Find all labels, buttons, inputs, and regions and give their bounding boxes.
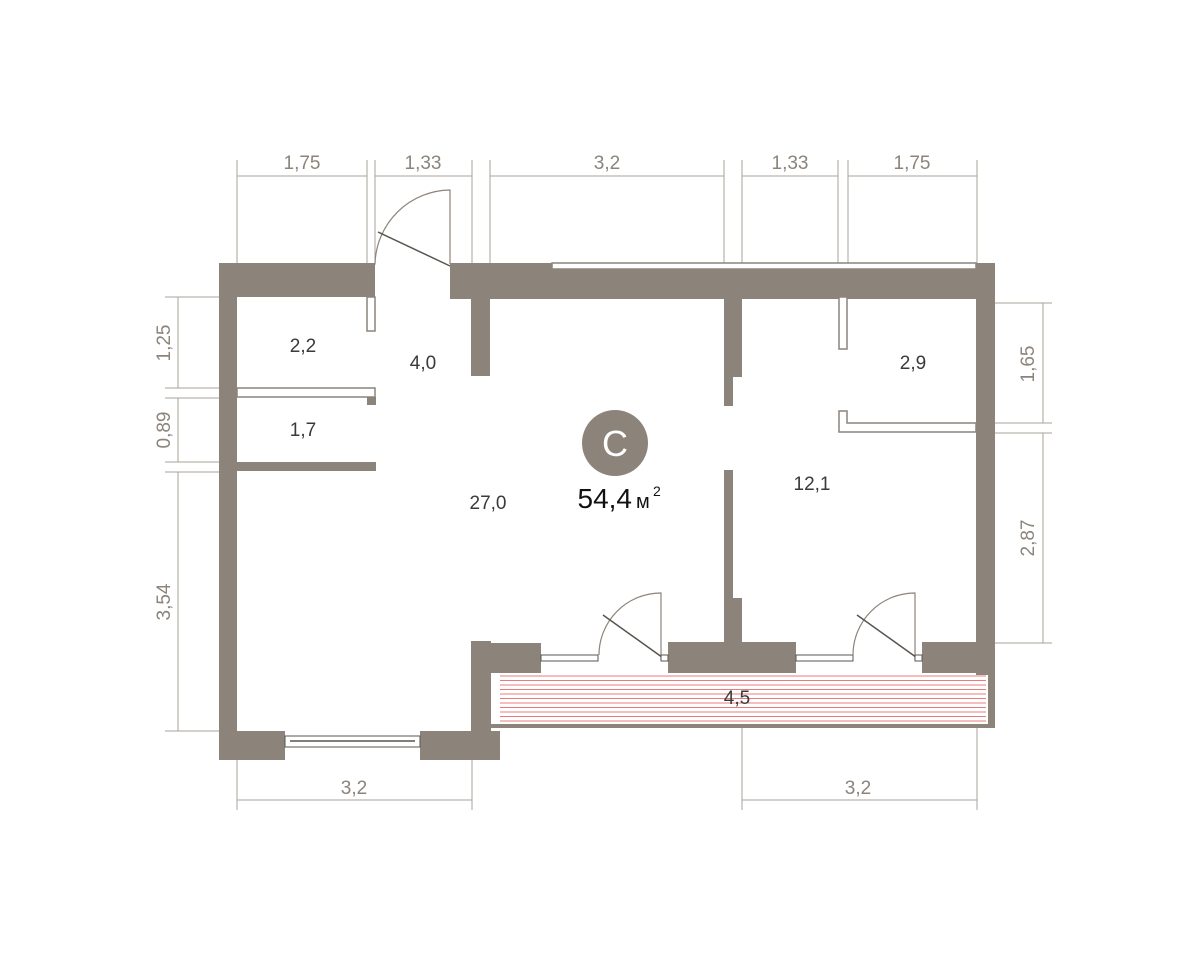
left-dimensions: 1,25 0,89 3,54 [154,296,220,732]
room-area-living: 27,0 [470,493,507,514]
dim-top-3: 3,2 [594,153,620,174]
dim-top-4: 1,33 [772,153,809,174]
room-area-wardrobe: 2,9 [900,353,926,374]
total-area: 54,4 м 2 [578,483,662,514]
dim-left-1: 1,25 [154,325,175,362]
room-area-hall-small: 2,2 [290,336,316,357]
dim-top-1: 1,75 [284,153,321,174]
dim-right-1: 1,65 [1018,346,1039,383]
room-area-balcony: 4,5 [724,688,750,709]
total-area-unit: м [636,491,650,513]
room-area-corridor: 4,0 [410,353,436,374]
top-dimensions: 1,75 1,33 3,2 1,33 1,75 [236,153,978,265]
total-area-unit-sup: 2 [653,483,661,499]
balcony-hatching [500,675,986,722]
badge-letter: C [602,423,628,464]
total-area-value: 54,4 [578,483,633,514]
right-dimensions: 1,65 2,87 [995,302,1052,644]
dim-top-5: 1,75 [894,153,931,174]
entrance-door [374,189,451,267]
dim-left-2: 0,89 [154,412,175,449]
dim-top-2: 1,33 [405,153,442,174]
balcony-door-left [540,592,669,662]
doors [374,189,923,662]
thin-partitions [236,262,977,433]
room-labels: 2,2 4,0 1,7 27,0 2,9 12,1 4,5 [290,336,926,709]
apartment-type-badge: C [582,410,648,476]
dim-left-3: 3,54 [154,583,175,620]
dim-bottom-1: 3,2 [341,778,367,799]
balcony-door-right [795,592,923,662]
bottom-dimensions: 3,2 3,2 [236,728,978,810]
windows [284,735,421,748]
dim-right-2: 2,87 [1018,520,1039,557]
dim-bottom-2: 3,2 [845,778,871,799]
room-area-bedroom: 12,1 [794,474,831,495]
room-area-bathroom: 1,7 [290,420,316,441]
